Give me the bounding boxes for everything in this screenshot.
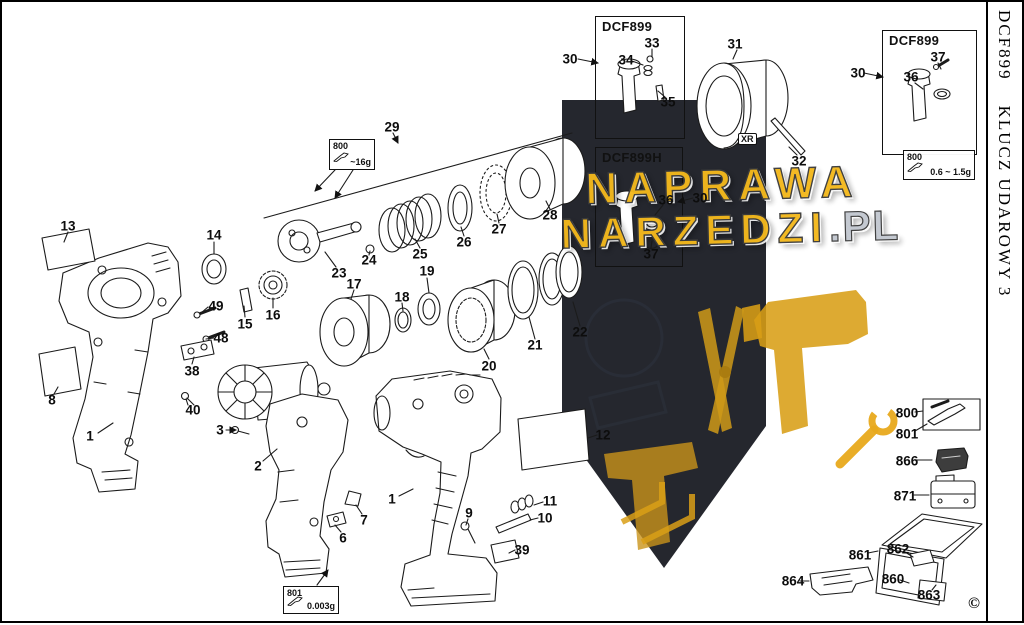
callout-13: 13 — [60, 218, 76, 234]
title-divider-line — [986, 2, 988, 621]
part-1-left-housing-drawing — [58, 242, 182, 493]
callout-21: 21 — [527, 337, 543, 353]
callout-34: 34 — [618, 52, 634, 68]
callout-29: 29 — [384, 119, 400, 135]
callout-18: 18 — [394, 289, 410, 305]
callout-36-inset-b: 36 — [658, 192, 674, 208]
part-13-drawing — [41, 228, 96, 271]
accessory-866-drawing — [935, 447, 969, 473]
gear-case-drawing — [319, 245, 583, 367]
callout-864: 864 — [781, 573, 805, 589]
callout-2: 2 — [254, 458, 262, 474]
callout-23: 23 — [331, 265, 347, 281]
hammer-mechanism-drawing — [263, 132, 586, 263]
callout-861: 861 — [848, 547, 872, 563]
page-title-vertical: DCF899 KLUCZ UDAROWY 3 — [995, 10, 1014, 298]
leader-lines — [53, 48, 942, 591]
part-32-pin-drawing — [770, 117, 806, 156]
callout-25: 25 — [412, 246, 428, 262]
inset-title: DCF899 — [602, 19, 653, 34]
callout-801: 801 — [895, 426, 919, 442]
callout-37-inset-c: 37 — [930, 49, 946, 65]
callout-27: 27 — [491, 221, 507, 237]
watermark-line2: NARZEDZI.PL — [559, 201, 901, 258]
callout-14: 14 — [206, 227, 222, 243]
callout-28: 28 — [542, 207, 558, 223]
callout-3: 3 — [216, 422, 224, 438]
callout-6: 6 — [339, 530, 347, 546]
callout-30-inset-a: 30 — [562, 51, 578, 67]
callout-12: 12 — [595, 427, 611, 443]
callout-10: 10 — [537, 510, 553, 526]
callout-11: 11 — [542, 493, 558, 509]
grease-applicator-icon — [333, 149, 349, 167]
xr-logo: XR — [738, 133, 757, 145]
accessory-800-801-drawing — [922, 398, 981, 431]
callout-39: 39 — [514, 542, 530, 558]
callout-19: 19 — [419, 263, 435, 279]
grease-amount: 0.003g — [306, 601, 335, 611]
callout-32: 32 — [791, 153, 807, 169]
small-parts-right-drawing — [460, 408, 590, 564]
callout-37-inset-b: 37 — [643, 246, 659, 262]
grease-applicator-icon — [907, 159, 923, 177]
accessory-871-battery-drawing — [930, 474, 976, 509]
grease-amount: ~16g — [350, 157, 371, 167]
callout-8: 8 — [48, 392, 56, 408]
grease-note-800-main: 800 ~16g — [329, 139, 375, 170]
copyright-mark: © — [968, 595, 980, 612]
center-housing-drawing — [265, 393, 349, 578]
callout-17: 17 — [346, 276, 362, 292]
callout-15: 15 — [237, 316, 253, 332]
callout-7: 7 — [360, 512, 368, 528]
parts-6-7-drawing — [326, 490, 362, 528]
callout-22: 22 — [572, 324, 588, 340]
part-1-right-body-drawing — [373, 370, 502, 607]
callout-16: 16 — [265, 307, 281, 323]
callout-9: 9 — [465, 505, 473, 521]
callout-31: 31 — [727, 36, 743, 52]
inset-title: DCF899 — [889, 33, 940, 48]
callout-1-right: 1 — [388, 491, 396, 507]
part-2-motor-drawing — [217, 361, 331, 421]
watermark-line2-word: NARZEDZI — [559, 202, 830, 258]
callout-26: 26 — [456, 234, 472, 250]
callout-860: 860 — [881, 571, 905, 587]
grease-note-801: 801 0.003g — [283, 586, 339, 614]
gold-tools — [604, 290, 898, 550]
callout-30-inset-b: 30 — [692, 190, 708, 206]
grease-note-800-inset: 800 0.6 ~ 1.5g — [903, 150, 975, 180]
callout-33: 33 — [644, 35, 660, 51]
callout-49: 49 — [208, 298, 224, 314]
callout-863: 863 — [917, 587, 941, 603]
callout-24: 24 — [361, 252, 377, 268]
callout-48: 48 — [213, 330, 229, 346]
callout-30-inset-c: 30 — [850, 65, 866, 81]
part-8-drawing — [38, 346, 82, 397]
watermark: NAPRAWA NARZEDZI.PL — [559, 157, 901, 258]
callout-800: 800 — [895, 405, 919, 421]
callout-871: 871 — [893, 488, 917, 504]
grease-applicator-icon — [287, 593, 303, 611]
callout-20: 20 — [481, 358, 497, 374]
grease-code: 801 — [287, 588, 303, 598]
callout-40: 40 — [185, 402, 201, 418]
callout-35: 35 — [660, 94, 676, 110]
callout-38: 38 — [184, 363, 200, 379]
accessory-864-drawing — [809, 566, 874, 596]
callout-36-inset-c: 36 — [903, 69, 919, 85]
callout-1-left: 1 — [86, 428, 94, 444]
grease-amount: 0.6 ~ 1.5g — [930, 167, 971, 177]
shield-inner-tools — [584, 298, 668, 430]
callout-866: 866 — [895, 453, 919, 469]
watermark-pl-suffix: .PL — [828, 201, 902, 251]
inset-box-dcf899-top: DCF899 — [595, 16, 685, 139]
callout-862: 862 — [886, 541, 910, 557]
